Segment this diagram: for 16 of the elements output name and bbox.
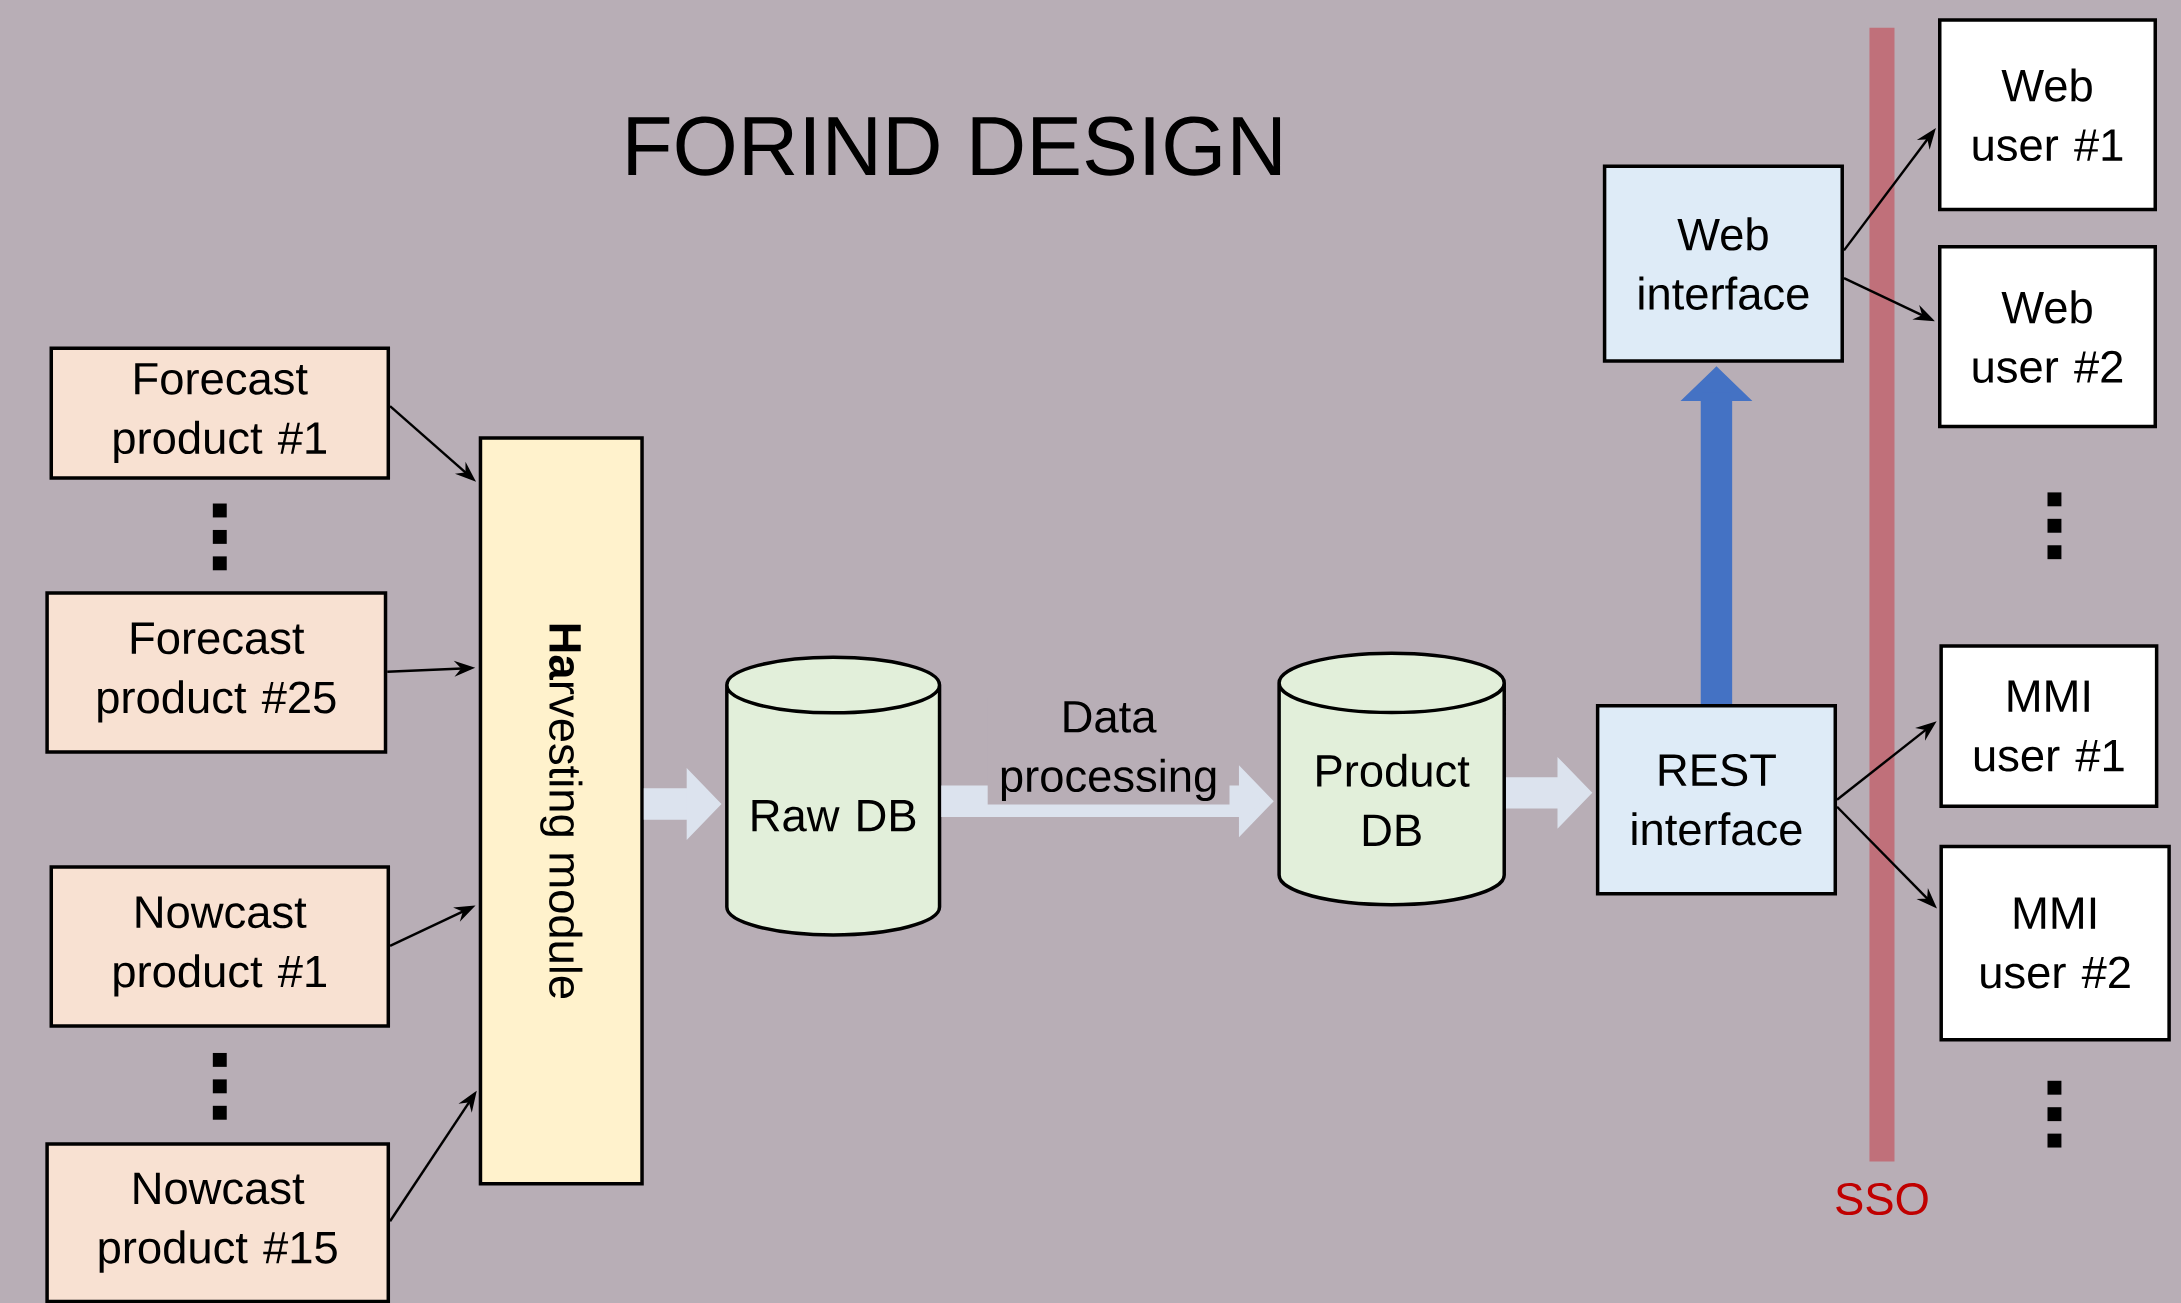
process-box: Forecast product #1 (49, 346, 391, 480)
database-cylinder: Product DB (1277, 651, 1506, 907)
process-box: Web user #2 (1938, 244, 2157, 428)
sso-label: SSO (1836, 1182, 1928, 1215)
process-box: MMI user #1 (1939, 644, 2159, 808)
process-box: MMI user #2 (1939, 844, 2171, 1042)
process-box: Web user #1 (1938, 18, 2157, 211)
title: FORIND DESIGN (628, 116, 1281, 176)
database-cylinder: Raw DB (725, 655, 942, 937)
process-box: Nowcast product #15 (45, 1142, 391, 1303)
edge-label: Data processing (987, 697, 1230, 805)
process-box: Web interface (1602, 164, 1844, 363)
process-box: REST interface (1595, 703, 1837, 896)
process-box: Forecast product #25 (45, 591, 388, 754)
process-box: Nowcast product #1 (49, 865, 391, 1028)
module-box: Harvesting module (478, 436, 644, 1186)
